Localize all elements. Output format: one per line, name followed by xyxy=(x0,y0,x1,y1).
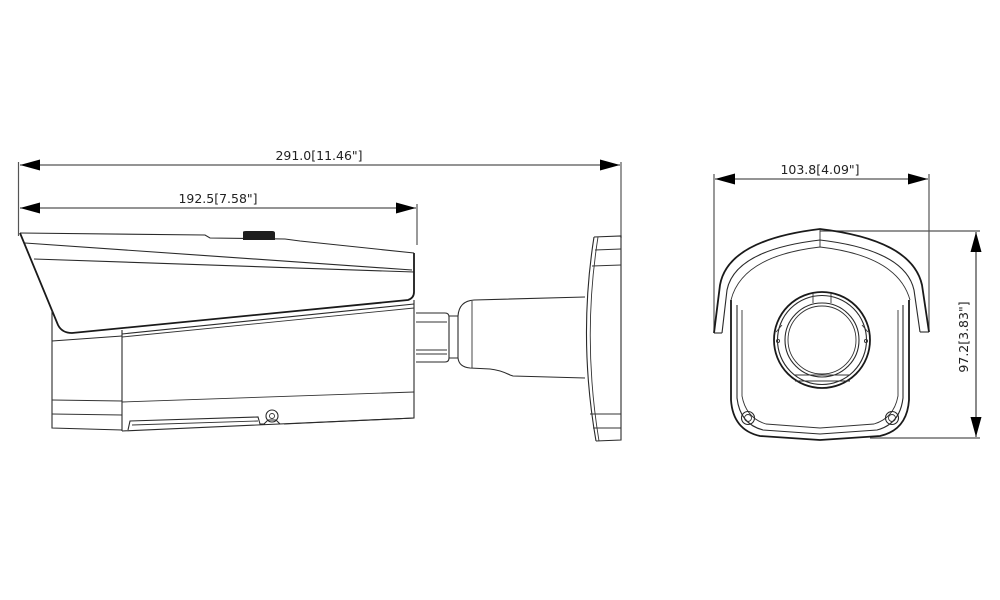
arrow-left-icon xyxy=(20,202,40,214)
shield-knob xyxy=(243,231,275,240)
arrow-left-icon xyxy=(715,173,735,185)
width-dimension: 103.8[4.09"] xyxy=(715,162,928,185)
screw-icon xyxy=(265,409,279,423)
camera-housing xyxy=(51,300,415,432)
screw-icon xyxy=(740,410,756,426)
lens xyxy=(773,291,871,389)
arrow-right-icon xyxy=(908,173,928,185)
body-length-dimension: 192.5[7.58"] xyxy=(20,191,416,214)
overall-length-dimension: 291.0[11.46"] xyxy=(20,148,620,171)
arrow-right-icon xyxy=(396,202,416,214)
mount-arm xyxy=(416,235,622,442)
sun-shield xyxy=(19,231,415,334)
front-housing xyxy=(730,300,910,441)
arrow-down-icon xyxy=(970,417,982,437)
side-view: 291.0[11.46"] 192.5[7.58"] xyxy=(17,148,622,442)
height-label: 97.2[3.83"] xyxy=(956,301,971,372)
overall-length-label: 291.0[11.46"] xyxy=(275,148,362,163)
arrow-up-icon xyxy=(970,232,982,252)
screw-icon xyxy=(884,410,900,426)
height-dimension: 97.2[3.83"] xyxy=(956,232,982,437)
arrow-right-icon xyxy=(600,159,620,171)
front-sun-shield xyxy=(713,228,930,334)
body-length-label: 192.5[7.58"] xyxy=(178,191,257,206)
front-view: 103.8[4.09"] 97.2[3.83"] xyxy=(713,162,982,441)
width-label: 103.8[4.09"] xyxy=(780,162,859,177)
arrow-left-icon xyxy=(20,159,40,171)
